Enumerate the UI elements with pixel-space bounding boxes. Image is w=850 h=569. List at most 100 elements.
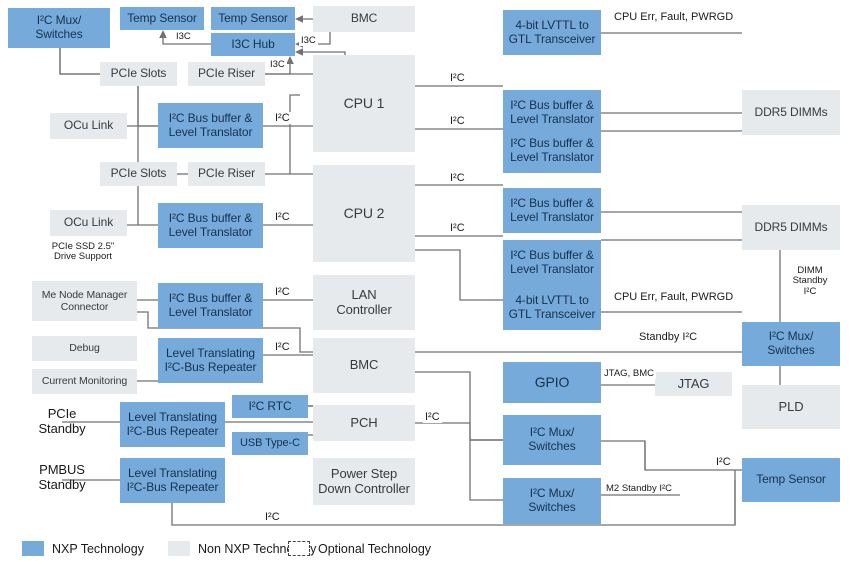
block-label: I²C Bus buffer &Level Translator: [168, 110, 253, 139]
block-temp-sensor-1[interactable]: Temp Sensor: [120, 7, 204, 30]
legend-label-nxp: NXP Technology: [52, 541, 144, 556]
block-ocu-link-2[interactable]: OCu Link: [50, 210, 127, 236]
wire-label-i2c-temp-right: I²C: [714, 456, 733, 469]
block-jtag[interactable]: JTAG: [655, 372, 732, 396]
wire-label-i2c-cpu2-a: I²C: [448, 172, 467, 185]
legend-item-non-nxp: Non NXP Technology: [168, 541, 316, 556]
wire-label-i2c-bottom: I²C: [263, 511, 282, 524]
block-buffer-xlat-1[interactable]: I²C Bus buffer &Level Translator: [503, 90, 601, 135]
legend-swatch-blue: [22, 541, 44, 556]
wire-label-standby-i2c: Standby I²C: [637, 331, 700, 344]
block-pch[interactable]: PCH: [313, 405, 415, 441]
block-buffer-xlat-4[interactable]: I²C Bus buffer &Level Translator: [503, 188, 601, 233]
block-ddr5-dimms-1[interactable]: DDR5 DIMMs: [742, 90, 840, 135]
block-label: Temp Sensor: [756, 472, 826, 487]
legend-item-nxp: NXP Technology: [22, 541, 144, 556]
block-label: BMC: [349, 357, 379, 373]
block-pcie-riser-2[interactable]: PCIe Riser: [188, 162, 265, 186]
block-gpio[interactable]: GPIO: [503, 362, 601, 403]
block-label: I²C Mux/Switches: [767, 329, 815, 357]
block-i2c-mux-bottom[interactable]: I²C Mux/Switches: [503, 478, 601, 524]
legend-label-optional: Optional Technology: [318, 541, 432, 556]
block-label: CPU 1: [343, 95, 385, 112]
legend: NXP Technology Non NXP Technology Option…: [0, 538, 850, 569]
block-pcie-slots-1[interactable]: PCIe Slots: [100, 62, 177, 86]
block-pcie-riser-1[interactable]: PCIe Riser: [188, 62, 265, 86]
block-label: GPIO: [534, 374, 570, 391]
block-temp-sensor-right[interactable]: Temp Sensor: [742, 458, 840, 502]
block-i2c-mux-top-left[interactable]: I²C Mux/Switches: [8, 8, 110, 48]
block-label: I²C Mux/Switches: [528, 425, 576, 453]
block-cpu-1[interactable]: CPU 1: [313, 55, 415, 152]
block-i2c-rtc[interactable]: I²C RTC: [232, 395, 308, 418]
block-label: CPU 2: [343, 205, 385, 222]
block-bmc-mid[interactable]: BMC: [313, 338, 415, 393]
block-bmc-top[interactable]: BMC: [313, 6, 415, 32]
wire-label-cpu-err-top: CPU Err, Fault, PWRGD: [612, 11, 736, 24]
wire-label-jtag-bmc: JTAG, BMC: [602, 368, 656, 380]
wire-label-i3c-b: I3C: [299, 35, 318, 47]
block-label: I²C Bus buffer &Level Translator: [510, 135, 594, 164]
block-buffer-xlat-3[interactable]: I²C Bus buffer &Level Translator: [503, 128, 601, 173]
block-ocu-link-1[interactable]: OCu Link: [50, 113, 127, 139]
block-ddr5-dimms-2[interactable]: DDR5 DIMMs: [742, 205, 840, 250]
block-label: OCu Link: [63, 118, 114, 133]
block-buffer-xlat-7[interactable]: I²C Bus buffer &Level Translator: [158, 283, 263, 328]
block-pcie-slots-2[interactable]: PCIe Slots: [100, 162, 177, 186]
block-buffer-xlat-6[interactable]: I²C Bus buffer &Level Translator: [503, 240, 601, 285]
block-pld[interactable]: PLD: [742, 385, 840, 429]
block-debug[interactable]: Debug: [32, 336, 137, 361]
wire-label-i2c-xlat2: I²C: [273, 112, 292, 125]
block-usb-type-c[interactable]: USB Type-C: [232, 432, 308, 455]
block-label: USB Type-C: [240, 437, 300, 450]
block-label: PCIe Slots: [110, 166, 167, 181]
block-label: I²C RTC: [248, 398, 292, 413]
block-cpu-2[interactable]: CPU 2: [313, 165, 415, 262]
legend-swatch-grey: [168, 541, 190, 556]
wire-label-m2-standby: M2 Standby I²C: [604, 483, 674, 495]
block-label: PCH: [350, 414, 378, 430]
block-label: Current Monitoring: [41, 375, 128, 388]
block-label: PCIe Riser: [197, 66, 255, 81]
block-label: PCIe Slots: [110, 66, 167, 81]
wire-label-i2c-pch: I²C: [423, 411, 442, 424]
block-buffer-xlat-5[interactable]: I²C Bus buffer &Level Translator: [158, 203, 263, 248]
block-label: I3C Hub: [231, 36, 275, 51]
legend-label-non-nxp: Non NXP Technology: [198, 541, 317, 556]
wire-label-i2c-xlat5: I²C: [273, 211, 292, 224]
wire-label-i2c-xlat7: I²C: [273, 286, 292, 299]
block-i2c-mux-right[interactable]: I²C Mux/Switches: [742, 322, 840, 366]
wire-label-pcie-ssd: PCIe SSD 2.5"Drive Support: [38, 241, 128, 263]
block-temp-sensor-2[interactable]: Temp Sensor: [211, 7, 295, 30]
block-label: Debug: [69, 342, 100, 355]
legend-swatch-dashed: [288, 541, 310, 556]
block-label: I²C Bus buffer &Level Translator: [510, 195, 594, 224]
wire-label-cpu-err-bot: CPU Err, Fault, PWRGD: [612, 291, 736, 304]
block-current-monitoring[interactable]: Current Monitoring: [32, 369, 137, 394]
block-buffer-xlat-2[interactable]: I²C Bus buffer &Level Translator: [158, 103, 263, 148]
wire-label-i2c-repeater1: I²C: [273, 341, 292, 354]
block-i2c-mux-mid[interactable]: I²C Mux/Switches: [503, 415, 601, 465]
block-i3c-hub[interactable]: I3C Hub: [211, 33, 295, 56]
block-label: BMC: [350, 11, 378, 26]
block-label: Temp Sensor: [127, 10, 197, 25]
block-label: I²C Mux/Switches: [35, 13, 83, 41]
wire-label-i2c-cpu1-b: I²C: [448, 115, 467, 128]
